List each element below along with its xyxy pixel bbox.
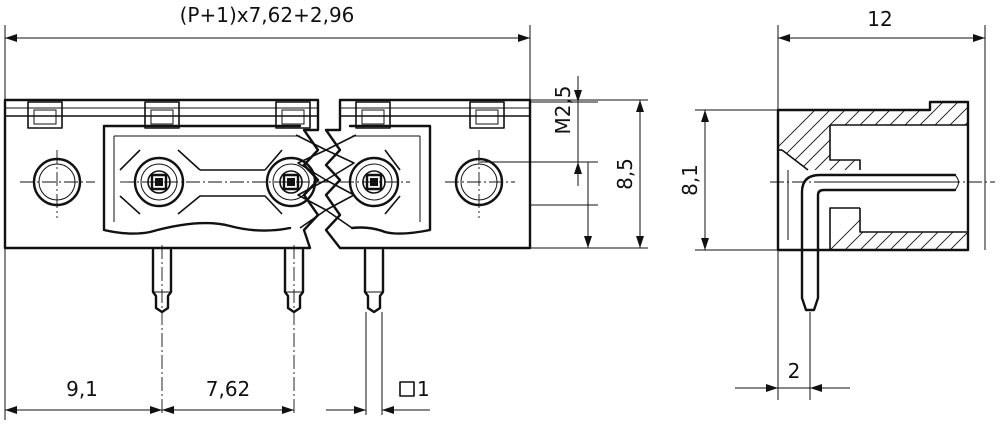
side-contact-pin — [800, 173, 957, 312]
clamp-frame-right — [348, 124, 432, 235]
dim-side-height: 8,1 — [678, 164, 702, 196]
dim-screw-size: M2,5 — [551, 85, 575, 134]
side-view — [770, 100, 995, 400]
pin-3 — [363, 248, 385, 314]
front-body-right — [324, 98, 532, 250]
dim-edge-to-pin: 9,1 — [66, 377, 98, 401]
front-center-lines — [20, 150, 515, 218]
dim-pin-square: 1 — [417, 377, 430, 401]
side-dimensions: 12 8,1 2 — [678, 7, 986, 400]
front-body-left — [3, 98, 320, 250]
break-line-left — [295, 134, 327, 229]
front-dimensions: (P+1)x7,62+2,96 M2,5 8,5 9,1 7,62 1 — [4, 3, 648, 420]
top-notches — [27, 101, 505, 129]
dim-pitch: 7,62 — [206, 377, 251, 401]
dim-pin-offset: 2 — [788, 359, 801, 383]
clamp-frame-left — [102, 124, 302, 235]
dim-overall-width: (P+1)x7,62+2,96 — [180, 3, 355, 27]
square-symbol-icon — [399, 381, 415, 397]
dim-depth: 12 — [867, 7, 892, 31]
front-view — [3, 98, 532, 415]
dim-body-height: 8,5 — [613, 158, 637, 190]
break-line-right — [325, 134, 357, 229]
